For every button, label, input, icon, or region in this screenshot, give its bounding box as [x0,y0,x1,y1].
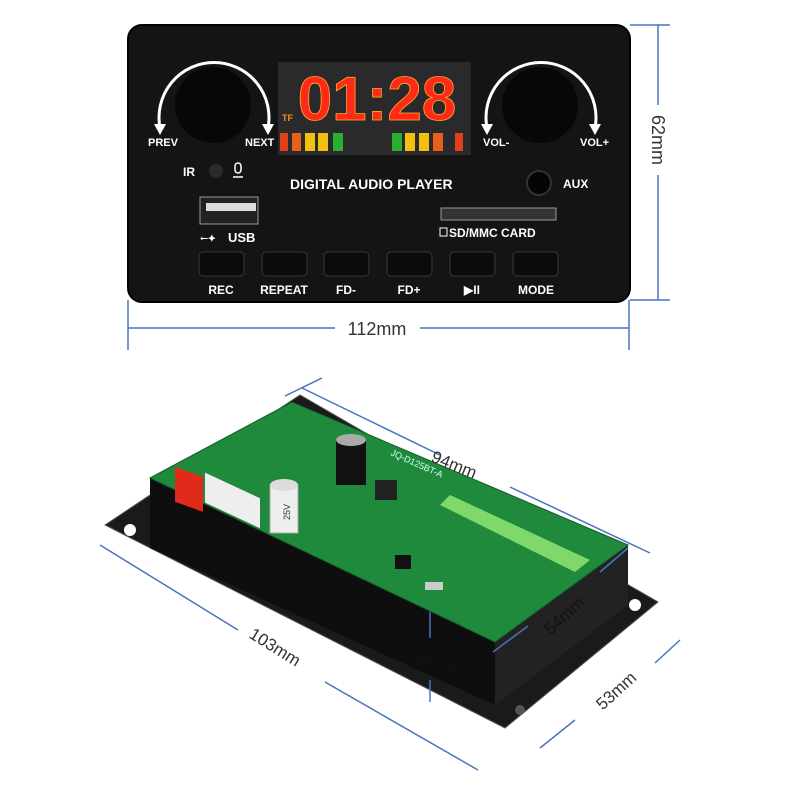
time-readout: 01:28 [298,65,457,134]
svg-text:25V: 25V [282,504,292,520]
aux-label: AUX [563,177,588,191]
capacitor-large [336,434,366,485]
svg-text:REC: REC [208,283,234,297]
svg-text:▶II: ▶II [463,283,480,297]
ir-label: IR [183,165,195,179]
board-assembly: 25V JQ-D125BT-A [104,394,659,729]
inductor [375,480,397,500]
panel-title: DIGITAL AUDIO PLAYER [290,176,453,192]
usb-port[interactable] [199,196,259,225]
bottom-dimension-lines [99,377,681,771]
capacitor-small: 25V [269,479,299,534]
vol-plus-label: VOL+ [580,137,609,149]
front-face [150,478,495,705]
button-rec[interactable]: REC [198,251,245,297]
dimension-height [630,24,670,301]
vol-minus-label: VOL- [483,137,510,149]
width-label: 112mm [348,319,407,339]
red-connector [175,466,203,512]
svg-text:FD+: FD+ [397,283,420,297]
svg-text:MODE: MODE [518,283,554,297]
knob-arrow-left-icon [157,61,271,129]
aux-jack[interactable] [526,170,552,196]
plate-length-label: 103mm [246,624,304,670]
svg-text:REPEAT: REPEAT [260,283,308,297]
button-repeat[interactable]: REPEAT [260,251,309,297]
white-connector [205,472,260,529]
ic-chip [395,555,411,569]
crystal [425,582,443,590]
spectrum-meter [280,133,463,151]
front-panel: PREV NEXT VOL- VOL+ 01:28 TF [127,24,631,303]
button-fd-minus[interactable]: FD- [323,251,370,297]
sd-card-slot[interactable] [440,207,557,221]
led-display: 01:28 TF [278,62,471,155]
knob-arrow-right-icon [484,61,598,129]
svg-text:FD-: FD- [336,283,356,297]
microphone-icon [233,162,243,178]
tf-indicator: TF [282,113,293,123]
next-label: NEXT [245,137,275,149]
dimension-width [127,300,630,350]
prev-label: PREV [148,137,179,149]
button-mode[interactable]: MODE [512,251,559,297]
plate-width-label: 53mm [592,668,640,714]
usb-label: USB [228,230,255,245]
height-label: 62mm [648,115,668,165]
display-header [440,495,590,572]
usb-icon: ⭠⯌ [200,233,216,244]
volume-knob[interactable] [502,67,578,143]
ir-sensor [209,164,223,178]
pcb [148,401,630,643]
prev-next-knob[interactable] [175,67,251,143]
button-play-pause[interactable]: ▶II [449,251,496,297]
sd-card-label: SD/MMC CARD [449,226,536,240]
button-fd-plus[interactable]: FD+ [386,251,433,297]
side-face [495,545,628,705]
